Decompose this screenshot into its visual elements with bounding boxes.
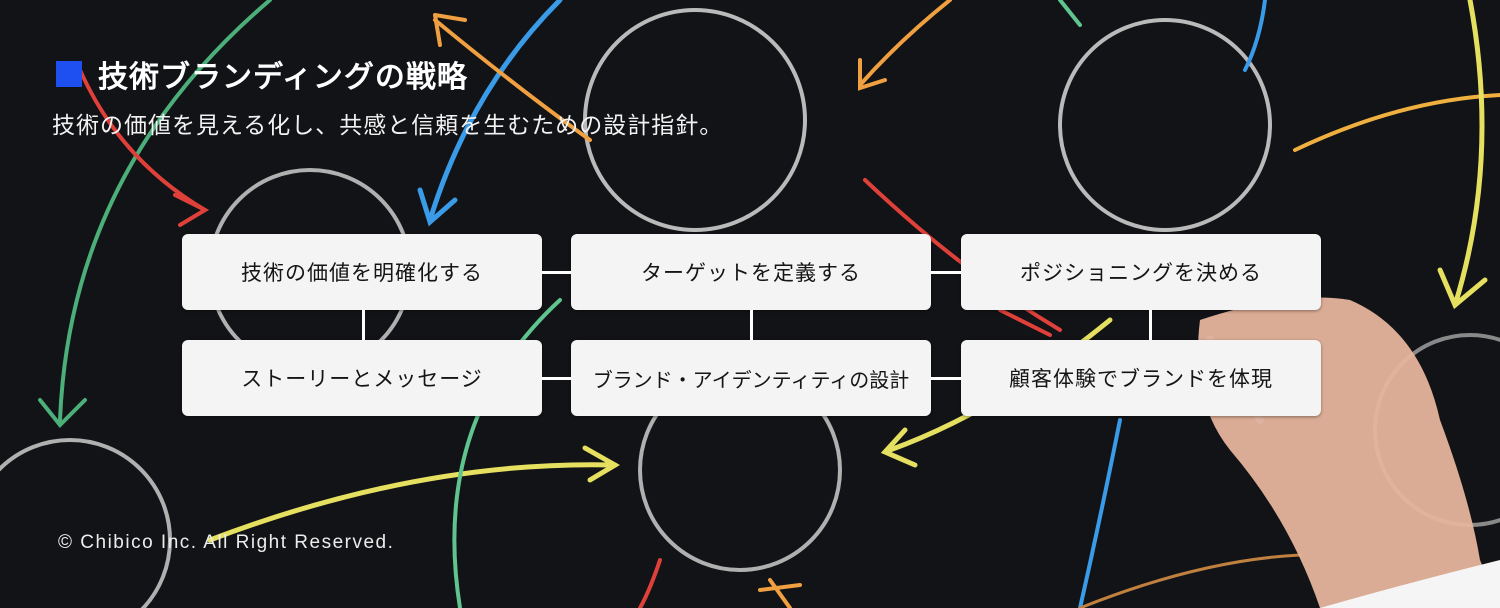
page-subtitle: 技術の価値を見える化し、共感と信頼を生むための設計指針。 [52,113,724,139]
connector-line [542,377,571,380]
copyright-footer: © Chibico Inc. All Right Reserved. [58,532,395,553]
page-title: 技術ブランディングの戦略 [98,60,468,95]
step-story-message: ストーリーとメッセージ [182,340,542,416]
connector-line [931,377,961,380]
connector-line [750,310,753,340]
step-positioning: ポジショニングを決める [961,234,1321,310]
step-customer-experience: 顧客体験でブランドを体現 [961,340,1321,416]
step-define-target: ターゲットを定義する [571,234,931,310]
connector-line [931,271,961,274]
step-brand-identity: ブランド・アイデンティティの設計 [571,340,931,416]
step-clarify-value: 技術の価値を明確化する [182,234,542,310]
header: 技術ブランディングの戦略 技術の価値を見える化し、共感と信頼を生むための設計指針… [52,52,723,140]
blue-square-icon [56,61,82,87]
connector-line [542,271,571,274]
connector-line [362,310,365,340]
connector-line [1149,310,1152,340]
